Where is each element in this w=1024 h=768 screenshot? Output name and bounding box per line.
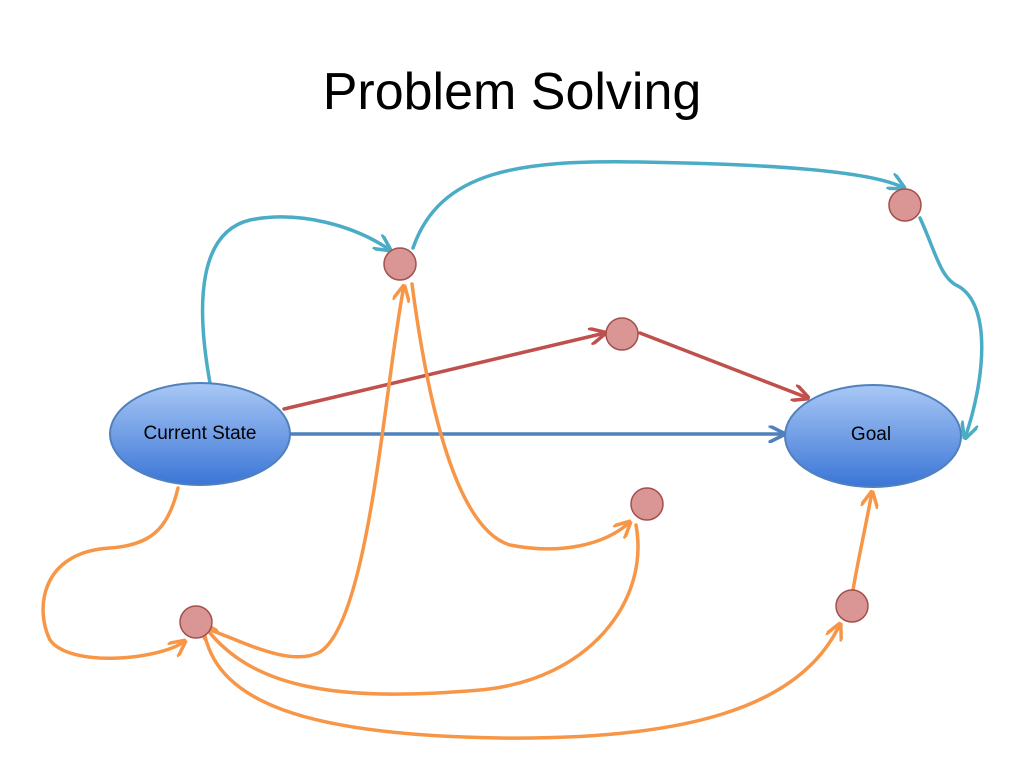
- red-path-current-to-middle-node: [282, 333, 605, 411]
- orange-path-upper-node-to-lower-middle-node: [410, 282, 630, 551]
- red-path-middle-node-to-goal: [638, 331, 808, 398]
- state-node-lower-right: [835, 589, 869, 623]
- state-node-top-right: [888, 188, 922, 222]
- state-node-upper: [383, 247, 417, 281]
- orange-path-lower-left-to-upper-node: [208, 286, 404, 659]
- teal-path-upper-node-to-top-right-node: [411, 160, 904, 250]
- state-node-lower-left: [179, 605, 213, 639]
- state-node-middle: [605, 317, 639, 351]
- orange-path-lower-middle-node-to-lower-left-node: [203, 523, 640, 696]
- orange-path-current-to-lower-left-node: [41, 486, 185, 660]
- orange-path-lower-right-node-to-goal: [851, 492, 872, 592]
- current-state-label: Current State: [144, 423, 257, 444]
- orange-path-lower-left-to-lower-right-node: [203, 624, 840, 740]
- teal-path-current-to-upper-node: [200, 215, 390, 385]
- goal-label: Goal: [851, 424, 891, 445]
- slide-title: Problem Solving: [322, 63, 702, 121]
- teal-path-top-right-node-to-goal: [918, 216, 984, 438]
- current-state-node: Current State: [109, 382, 291, 486]
- state-node-lower-middle: [630, 487, 664, 521]
- goal-node: Goal: [784, 384, 962, 488]
